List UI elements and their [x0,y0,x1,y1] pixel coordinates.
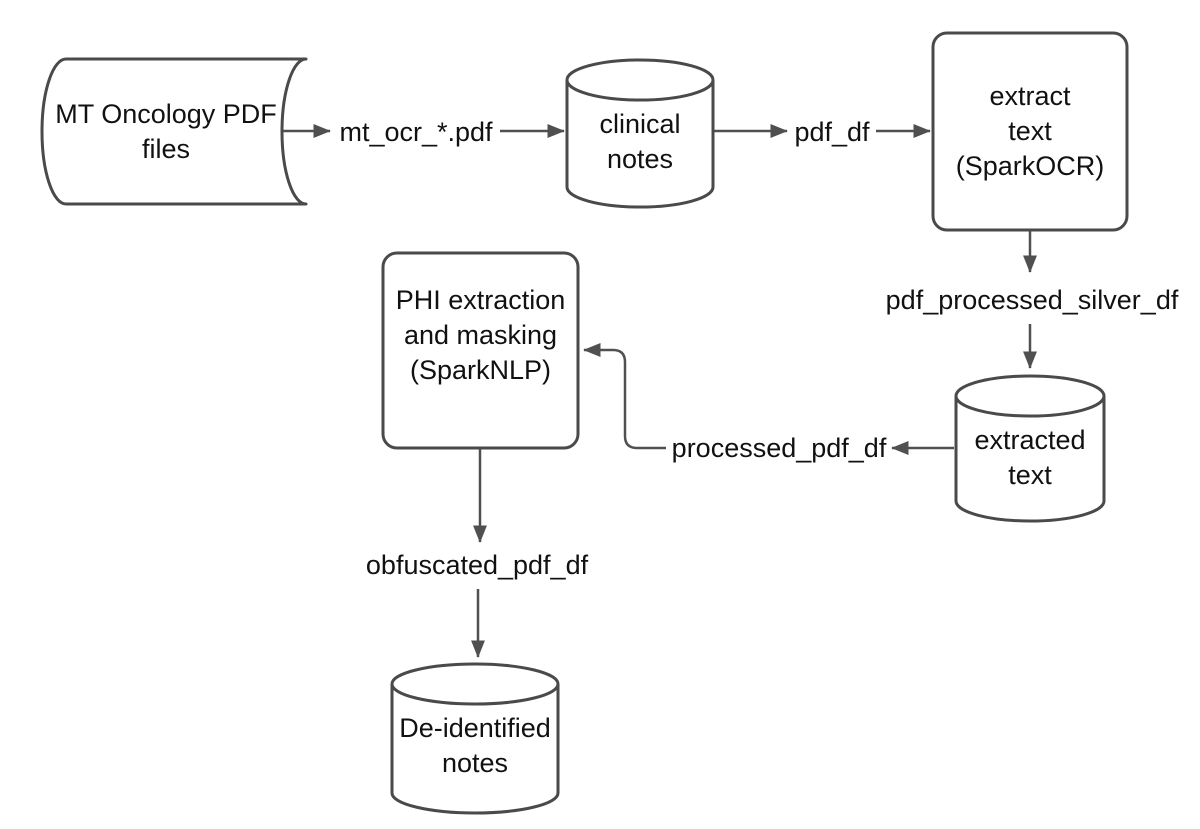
edge-label-mt-ocr-pdf: mt_ocr_*.pdf [339,116,493,147]
process-box-extract-text-sparkocr [931,31,1129,232]
node-label-line: PHI extraction [395,284,566,315]
cylinder-de-identified-notes [390,662,560,815]
process-box-phi-extraction-sparknlp [381,251,580,450]
node-label-de-identified-notes: De-identified notes [392,682,558,810]
node-label-line: files [141,134,190,164]
edge-label-pdf-processed-silver-df: pdf_processed_silver_df [885,284,1179,315]
node-label-line: (SparkNLP) [409,354,552,385]
node-label-line: text [1008,115,1052,146]
node-label-line: De-identified [399,713,551,743]
node-label-mt-oncology-pdf-files: MT Oncology PDF files [42,60,290,204]
node-label-line: notes [441,748,509,778]
node-label-phi-extraction-sparknlp: PHI extraction and masking (SparkNLP) [383,253,578,417]
edge-label-pdf-df: pdf_df [794,116,870,147]
edge-label-obfuscated-pdf-df: obfuscated_pdf_df [365,549,589,580]
node-label-line: clinical [599,109,681,139]
node-label-extracted-text: extracted text [956,394,1104,522]
node-label-line: notes [606,144,674,174]
edge-label-processed-pdf-df: processed_pdf_df [671,432,887,463]
node-label-line: (SparkOCR) [955,150,1105,181]
node-label-extract-text-sparkocr: extract text (SparkOCR) [933,36,1127,226]
node-label-line: extracted [974,425,1086,455]
arrow-processed-label-to-phi-box [583,343,666,450]
cylinder-extracted-text [954,374,1106,523]
node-label-line: text [1008,460,1052,490]
node-label-clinical-notes: clinical notes [567,78,713,206]
stored-data-shape-mt-oncology-pdf-files [40,57,308,206]
node-label-line: extract [989,80,1071,111]
cylinder-clinical-notes [565,58,715,209]
node-label-line: and masking [403,319,558,350]
node-label-line: MT Oncology PDF [55,99,277,129]
